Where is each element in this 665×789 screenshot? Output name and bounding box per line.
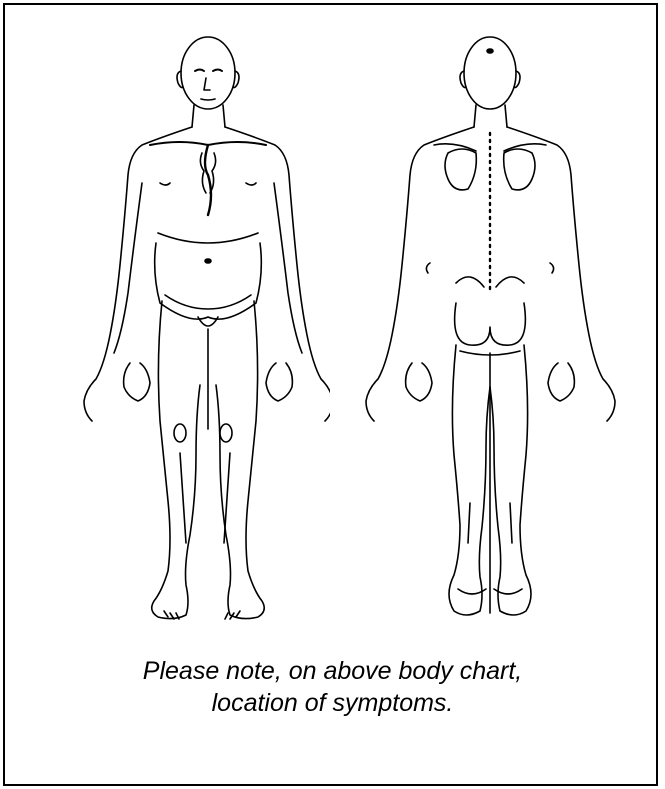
body-back-figure <box>360 33 620 633</box>
body-front-figure <box>70 33 330 633</box>
head-outline <box>181 37 235 109</box>
caption-line-2: location of symptoms. <box>5 687 660 719</box>
body-chart <box>5 5 660 645</box>
body-chart-card: Please note, on above body chart, locati… <box>3 3 658 786</box>
caption-line-1: Please note, on above body chart, <box>5 655 660 687</box>
